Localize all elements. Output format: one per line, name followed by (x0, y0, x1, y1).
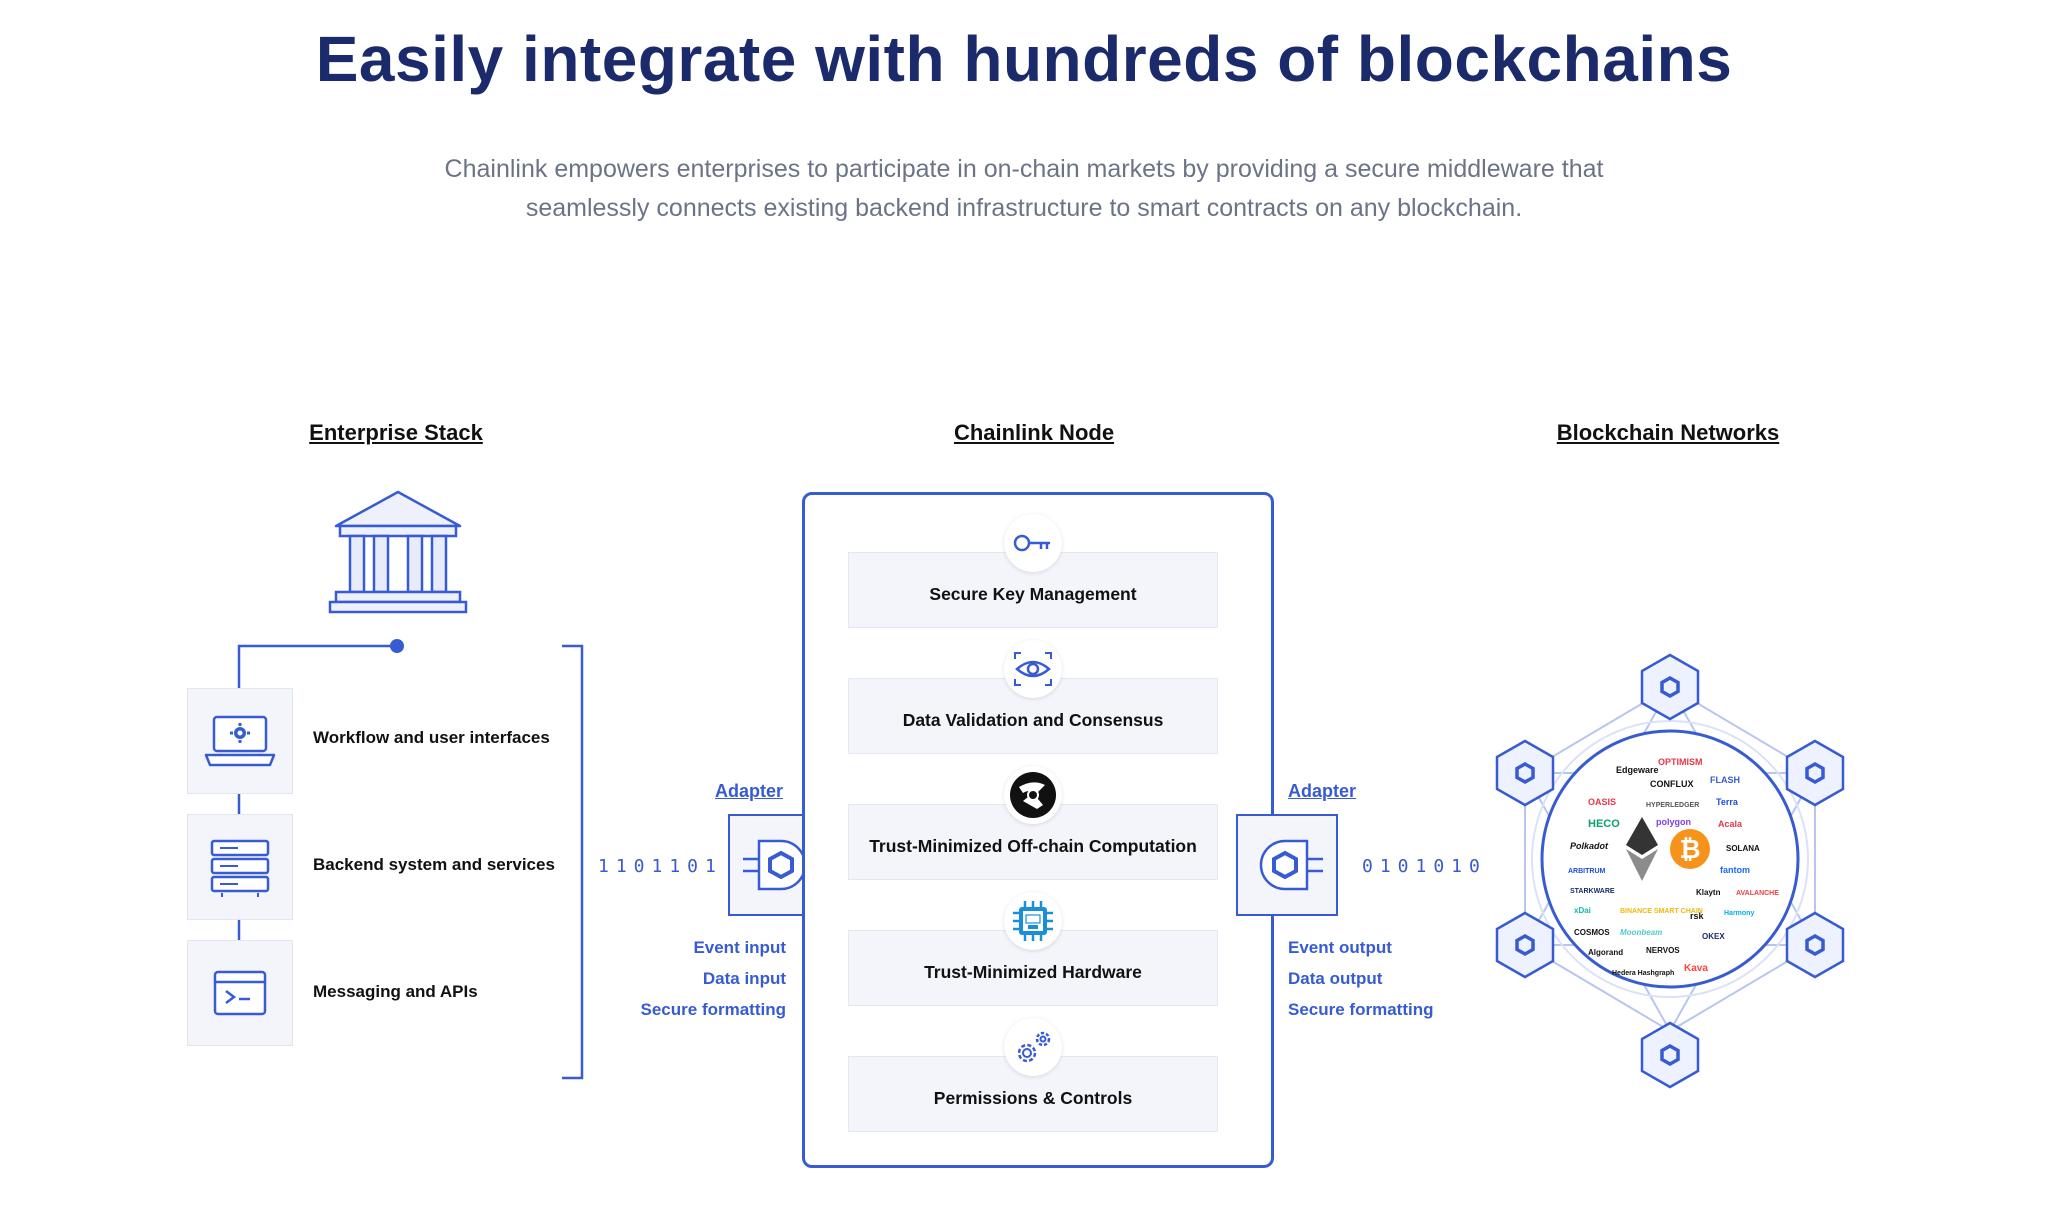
output-adapter-title: Adapter (1288, 781, 1357, 801)
terminal-icon (213, 970, 267, 1016)
node-label-hardware: Trust-Minimized Hardware (924, 962, 1142, 982)
logo-oasis: OASIS (1588, 797, 1616, 807)
logo-heco: HECO (1588, 818, 1620, 830)
node-label-permissions: Permissions & Controls (933, 1088, 1133, 1108)
ethereum-logo-icon (1626, 817, 1658, 881)
network-logo-cloud: Edgeware OPTIMISM CONFLUX FLASH OASIS HY… (1568, 757, 1779, 977)
chainlink-node-heading: Chainlink Node (953, 420, 1115, 445)
blockchain-networks-graphic: ₿ Edgeware OPTIMISM CONFLUX FLASH OASIS … (1495, 653, 1845, 1089)
logo-moonbeam: Moonbeam (1620, 928, 1662, 937)
stack-item-workflow (187, 688, 293, 794)
logo-optimism: OPTIMISM (1658, 757, 1703, 767)
blockchain-networks-heading: Blockchain Networks (1556, 420, 1780, 445)
page-subtitle: Chainlink empowers enterprises to partic… (374, 150, 1674, 228)
logo-terra: Terra (1716, 797, 1739, 807)
logo-nervos: NERVOS (1646, 946, 1680, 955)
logo-conflux: CONFLUX (1650, 779, 1694, 789)
stack-item-messaging (187, 940, 293, 1046)
output-adapter-plug-icon (1259, 839, 1323, 891)
stack-label-backend: Backend system and services (313, 855, 555, 874)
node-label-key-management: Secure Key Management (929, 584, 1137, 604)
logo-rsk: rsk (1690, 911, 1705, 921)
laptop-gear-icon (204, 715, 276, 767)
output-data-label: Data output (1288, 969, 1383, 988)
logo-acala: Acala (1718, 819, 1743, 829)
logo-hyperledger: HYPERLEDGER (1646, 802, 1699, 809)
logo-cosmos: COSMOS (1574, 928, 1610, 937)
logo-okex: OKEX (1702, 932, 1725, 941)
logo-avalanche: AVALANCHE (1736, 890, 1779, 897)
logo-polygon: polygon (1656, 817, 1691, 827)
logo-harmony: Harmony (1724, 910, 1754, 917)
logo-kava: Kava (1684, 963, 1708, 974)
node-item-offchain-computation: Trust-Minimized Off-chain Computation (848, 804, 1218, 880)
stack-item-backend (187, 814, 293, 920)
enterprise-stack-heading: Enterprise Stack (309, 420, 483, 445)
key-icon (1004, 514, 1062, 572)
svg-text:₿: ₿ (1679, 834, 1700, 864)
input-event-label: Event input (693, 938, 786, 957)
output-event-label: Event output (1288, 938, 1392, 957)
stack-label-workflow: Workflow and user interfaces (313, 728, 550, 747)
logo-xdai: xDai (1574, 906, 1591, 915)
subtitle-line-2: seamlessly connects existing backend inf… (525, 194, 1523, 222)
input-data-label: Data input (702, 969, 786, 988)
eye-icon (1004, 640, 1062, 698)
output-bits: 0101010 (1362, 856, 1487, 877)
logo-binance: BINANCE SMART CHAIN (1620, 908, 1703, 915)
logo-edgeware: Edgeware (1616, 765, 1659, 775)
network-node-icons (1495, 653, 1845, 1089)
input-secure-label: Secure formatting (640, 1000, 786, 1019)
node-label-offchain-computation: Trust-Minimized Off-chain Computation (869, 836, 1197, 856)
server-icon (210, 839, 270, 897)
input-adapter-details: Event input Data input Secure formatting (600, 932, 786, 1025)
subtitle-line-1: Chainlink empowers enterprises to partic… (444, 155, 1604, 183)
output-secure-label: Secure formatting (1288, 1000, 1434, 1019)
output-adapter-box (1236, 814, 1338, 916)
logo-fantom: fantom (1720, 865, 1750, 875)
bank-icon (328, 490, 468, 614)
arbitrum-computation-icon (1004, 766, 1062, 824)
output-adapter-details: Event output Data output Secure formatti… (1288, 932, 1433, 1025)
logo-algorand: Algorand (1588, 948, 1623, 957)
input-adapter-title: Adapter (715, 781, 784, 801)
input-bits: 1101101 (598, 856, 723, 877)
logo-klaytn: Klaytn (1696, 888, 1721, 897)
stack-label-messaging: Messaging and APIs (313, 982, 478, 1001)
logo-polkadot: Polkadot (1570, 841, 1609, 851)
logo-starkware: STARKWARE (1570, 888, 1615, 895)
logo-solana: SOLANA (1726, 844, 1760, 853)
gears-icon (1004, 1018, 1062, 1076)
node-label-data-validation: Data Validation and Consensus (902, 710, 1164, 730)
page-title: Easily integrate with hundreds of blockc… (315, 23, 1733, 95)
logo-arbitrum: ARBITRUM (1568, 868, 1605, 875)
logo-hedera: Hedera Hashgraph (1612, 970, 1674, 977)
sgx-chip-icon (1004, 892, 1062, 950)
bitcoin-logo-icon: ₿ (1670, 829, 1710, 869)
logo-flash: FLASH (1710, 775, 1740, 785)
